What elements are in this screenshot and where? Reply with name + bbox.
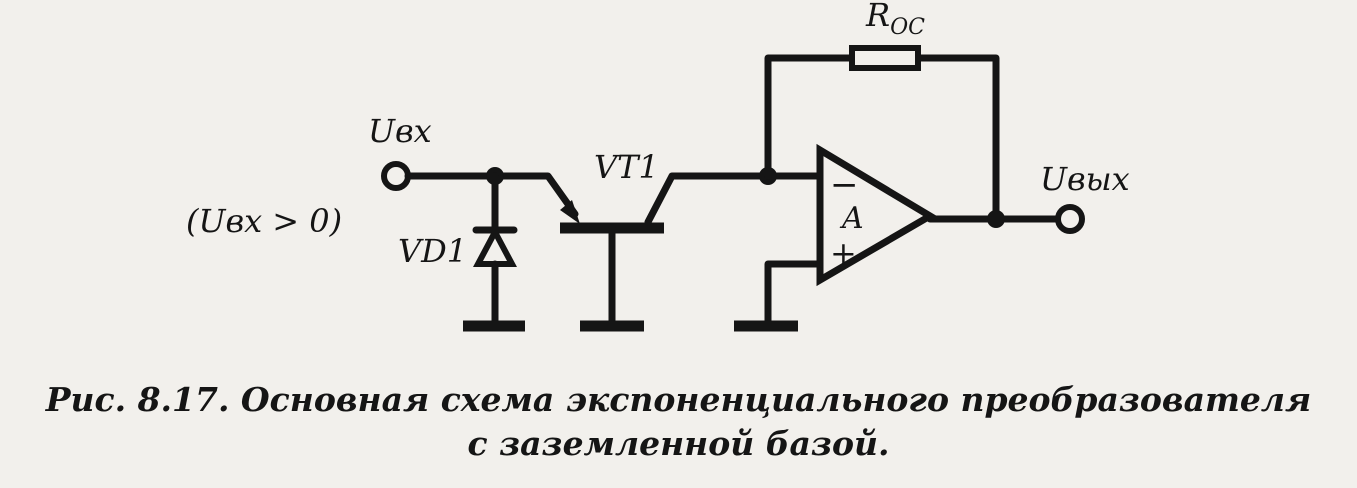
diode-symbol	[473, 225, 517, 267]
input-terminal	[381, 161, 411, 191]
emitter-arrow	[560, 200, 580, 224]
label-feedback-resistor: RОС	[865, 0, 925, 40]
collector-wire	[644, 172, 824, 226]
label-op-amp-plus: +	[830, 234, 857, 272]
label-transistor: VT1	[594, 148, 659, 186]
caption-line-2: с заземленной базой.	[467, 424, 890, 463]
label-op-amp: A	[839, 201, 864, 236]
junction-output	[987, 210, 1005, 228]
label-feedback-resistor-main: R	[865, 0, 890, 34]
output-terminal	[1055, 204, 1085, 234]
label-u-out: Uвых	[1040, 160, 1130, 198]
feedback-wire	[764, 54, 1000, 223]
label-u-in-condition: (Uвх > 0)	[186, 202, 342, 240]
label-u-in: Uвх	[368, 112, 432, 150]
figure-caption: Рис. 8.17. Основная схема экспоненциальн…	[0, 378, 1357, 466]
label-op-amp-minus: −	[830, 165, 859, 205]
feedback-resistor	[849, 45, 921, 71]
label-diode: VD1	[398, 232, 467, 270]
label-feedback-resistor-sub: ОС	[890, 15, 925, 40]
input-wire	[404, 172, 579, 218]
op-amp	[816, 143, 937, 287]
non-inverting-wire	[764, 260, 824, 326]
caption-line-1: Рис. 8.17. Основная схема экспоненциальн…	[45, 380, 1312, 419]
